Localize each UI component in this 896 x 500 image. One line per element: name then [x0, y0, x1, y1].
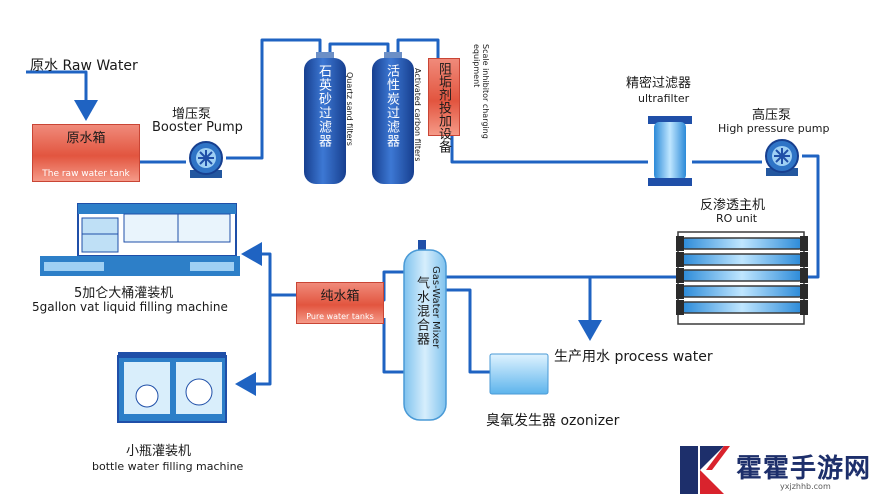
carbon-to-scale-pipe	[396, 38, 440, 58]
vat-machine-cn-label: 5加仑大桶灌装机	[74, 286, 174, 301]
bottle-filling-machine-icon	[117, 352, 227, 423]
raw-water-tank-subtitle: The raw water tank	[42, 169, 130, 179]
gas-water-mixer-icon	[403, 240, 447, 421]
pure-water-tank: 纯水箱 Pure water tanks	[296, 282, 384, 324]
carbon-filter-en-label: Activated carbon filters	[413, 68, 422, 162]
raw-water-tank: 原水箱 The raw water tank	[32, 124, 140, 182]
vat-machine-en-label: 5gallon vat liquid filling machine	[32, 300, 228, 314]
process-water-label: 生产用水 process water	[554, 349, 713, 365]
pure-tank-to-vat-pipe	[241, 242, 296, 297]
raw-water-tank-title: 原水箱	[66, 131, 106, 146]
pure-tank-to-mixer-return-pipe	[382, 318, 404, 374]
high-pressure-pump-cn-label: 高压泵	[752, 108, 792, 123]
ro-unit-icon	[676, 231, 808, 325]
scale-inhibitor-en-label: Scale inhibitor charging equipment	[472, 44, 490, 139]
ozonizer-icon	[489, 353, 549, 395]
pump-to-ro-pipe	[802, 154, 820, 279]
quartz-to-carbon-pipe	[328, 42, 390, 58]
carbon-filter-vessel-icon	[372, 52, 414, 184]
pure-water-tank-subtitle: Pure water tanks	[306, 312, 374, 321]
pure-water-tank-title: 纯水箱	[320, 289, 360, 304]
mixer-en-label: Gas-Water Mixer	[430, 266, 441, 349]
ro-unit-en-label: RO unit	[716, 212, 758, 225]
booster-pump-cn-label: 增压泵	[172, 107, 212, 122]
watermark-text: 霍霍手游网	[736, 454, 872, 484]
ultrafilter-cn-label: 精密过滤器	[626, 76, 692, 91]
ozonizer-label: 臭氧发生器 ozonizer	[486, 413, 620, 429]
pure-tank-to-bottle-pipe	[235, 295, 272, 396]
raw-water-label: 原水 Raw Water	[30, 58, 138, 74]
ozonizer-to-mixer-pipe	[446, 288, 492, 374]
carbon-filter-cn-label: 活性炭过滤器	[384, 64, 399, 148]
quartz-filter-cn-label: 石英砂过滤器	[316, 64, 331, 148]
logo-icon	[680, 446, 730, 494]
watermark-url: yxjzhhb.com	[780, 482, 831, 491]
bottle-machine-en-label: bottle water filling machine	[92, 460, 244, 473]
raw-water-inlet-pipe	[26, 70, 98, 121]
mixer-cn-label: 气水混合器	[414, 276, 429, 346]
quartz-filter-vessel-icon	[304, 52, 346, 184]
bottle-machine-cn-label: 小瓶灌装机	[126, 444, 192, 459]
scale-inhibitor-cn-label: 阻垢剂投加设备	[436, 62, 451, 153]
quartz-filter-en-label: Quartz sand filters	[345, 72, 354, 146]
ultrafilter-icon	[648, 116, 692, 186]
booster-pump-en-label: Booster Pump	[152, 120, 243, 135]
booster-pump-icon	[189, 141, 223, 178]
ro-unit-cn-label: 反渗透主机	[700, 198, 766, 213]
high-pressure-pump-en-label: High pressure pump	[718, 122, 830, 135]
scale-inhibitor-tank: 阻垢剂投加设备	[428, 58, 460, 153]
vat-filling-machine-icon	[40, 203, 240, 276]
high-pressure-pump-icon	[765, 139, 799, 176]
mixer-to-pure-tank-pipe	[382, 270, 404, 302]
pump-to-quartz-pipe	[226, 38, 322, 160]
ultrafilter-en-label: ultrafilter	[638, 92, 690, 105]
